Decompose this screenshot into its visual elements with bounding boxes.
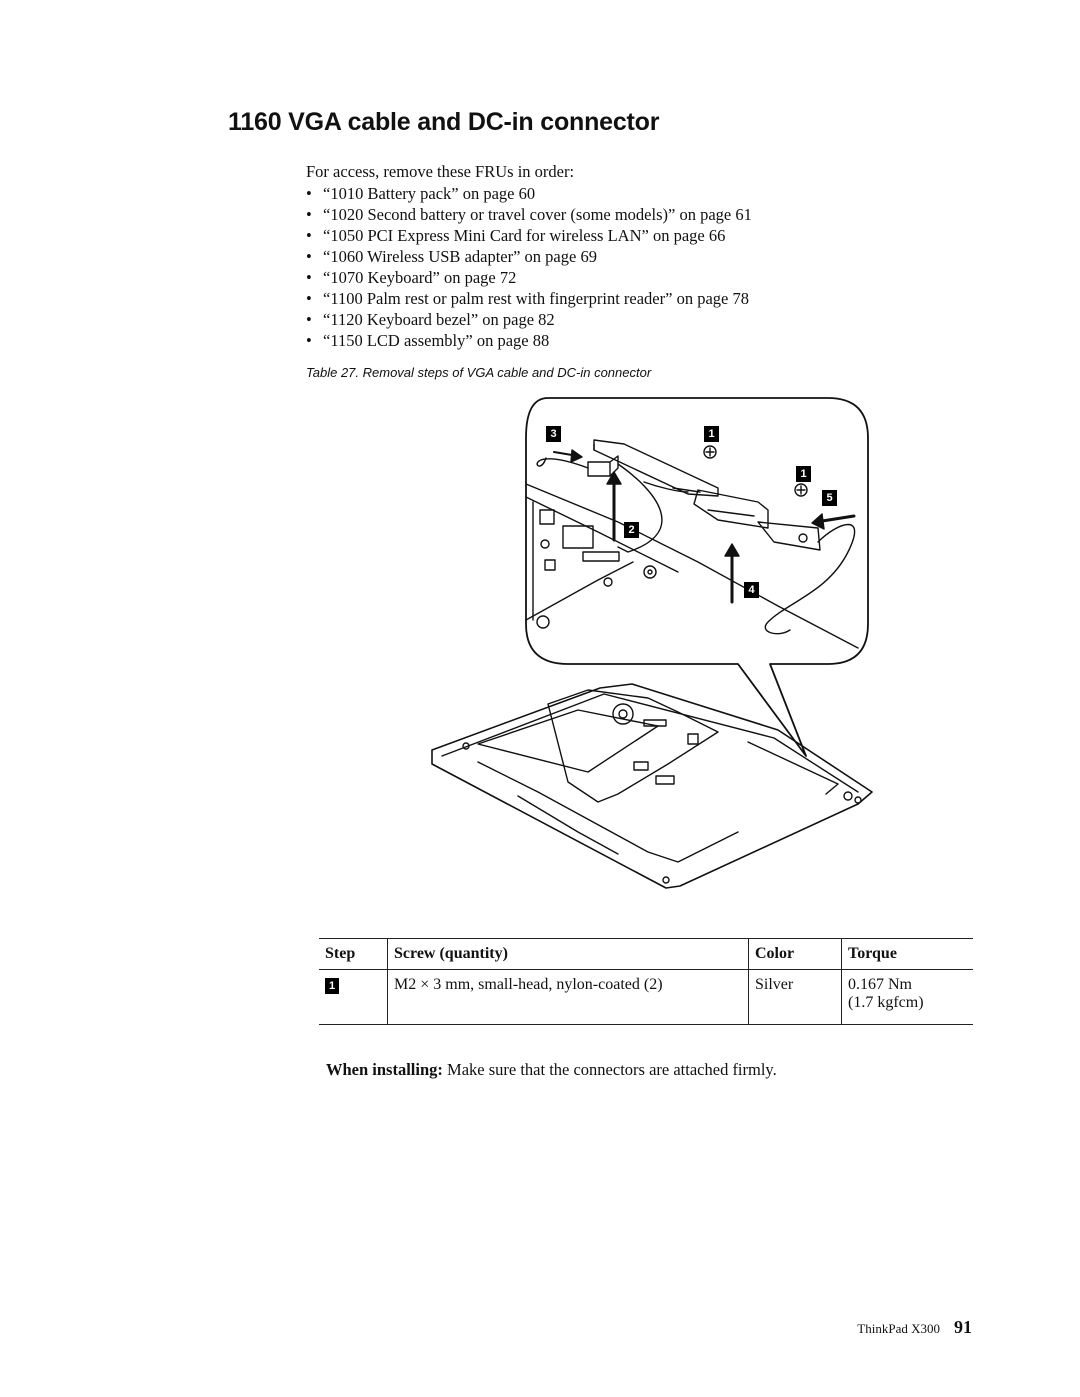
bullet: •	[306, 310, 312, 329]
bullet: •	[306, 331, 312, 350]
list-item: • “1060 Wireless USB adapter” on page 69	[306, 246, 752, 267]
table-header-row: Step Screw (quantity) Color Torque	[319, 938, 973, 970]
screw-spec-table: Step Screw (quantity) Color Torque 1 M2 …	[319, 938, 973, 1025]
installation-note: When installing: Make sure that the conn…	[326, 1060, 777, 1080]
fru-link[interactable]: “1010 Battery pack” on page 60	[323, 184, 536, 203]
cell-screw: M2 × 3 mm, small-head, nylon-coated (2)	[387, 969, 749, 1025]
torque-nm: 0.167 Nm	[848, 976, 912, 993]
fru-link[interactable]: “1070 Keyboard” on page 72	[323, 268, 517, 287]
list-item: • “1150 LCD assembly” on page 88	[306, 330, 752, 351]
fru-link[interactable]: “1150 LCD assembly” on page 88	[323, 331, 550, 350]
fru-list: • “1010 Battery pack” on page 60 • “1020 S…	[306, 183, 752, 351]
fru-link[interactable]: “1120 Keyboard bezel” on page 82	[323, 310, 555, 329]
callout-1: 1	[704, 426, 719, 442]
header-torque: Torque	[841, 938, 973, 970]
callout-1: 1	[796, 466, 811, 482]
illustration-drawing	[431, 397, 873, 889]
list-item: • “1050 PCI Express Mini Card for wireles…	[306, 225, 752, 246]
list-item: • “1100 Palm rest or palm rest with finge…	[306, 288, 752, 309]
removal-illustration: 3 1 1 5 2 4	[418, 392, 878, 912]
fru-link[interactable]: “1020 Second battery or travel cover (so…	[323, 205, 752, 224]
bullet: •	[306, 205, 312, 224]
header-screw: Screw (quantity)	[387, 938, 749, 970]
bullet: •	[306, 289, 312, 308]
callout-3: 3	[546, 426, 561, 442]
intro-text: For access, remove these FRUs in order:	[306, 162, 575, 181]
table-row: 1 M2 × 3 mm, small-head, nylon-coated (2…	[319, 969, 973, 1025]
list-item: • “1010 Battery pack” on page 60	[306, 183, 752, 204]
list-item: • “1120 Keyboard bezel” on page 82	[306, 309, 752, 330]
fru-link[interactable]: “1050 PCI Express Mini Card for wireless…	[323, 226, 726, 245]
bullet: •	[306, 247, 312, 266]
note-label: When installing:	[326, 1060, 443, 1079]
note-text: Make sure that the connectors are attach…	[447, 1060, 777, 1079]
footer-doc-title: ThinkPad X300	[857, 1321, 940, 1336]
fru-link[interactable]: “1060 Wireless USB adapter” on page 69	[323, 247, 597, 266]
table-caption: Table 27. Removal steps of VGA cable and…	[306, 365, 652, 380]
bullet: •	[306, 184, 312, 203]
page-footer: ThinkPad X300 91	[857, 1317, 972, 1338]
callout-2: 2	[624, 522, 639, 538]
page-number: 91	[954, 1317, 972, 1337]
bullet: •	[306, 268, 312, 287]
cell-step: 1	[319, 970, 388, 1025]
callout-4: 4	[744, 582, 759, 598]
header-color: Color	[748, 938, 842, 970]
fru-link[interactable]: “1100 Palm rest or palm rest with finger…	[323, 289, 749, 308]
list-item: • “1070 Keyboard” on page 72	[306, 267, 752, 288]
torque-kgfcm: (1.7 kgfcm)	[848, 994, 924, 1011]
cell-color: Silver	[748, 969, 842, 1025]
callout-5: 5	[822, 490, 837, 506]
cell-torque: 0.167 Nm (1.7 kgfcm)	[841, 969, 973, 1025]
step-badge: 1	[325, 978, 339, 994]
bullet: •	[306, 226, 312, 245]
list-item: • “1020 Second battery or travel cover (s…	[306, 204, 752, 225]
page-heading: 1160 VGA cable and DC-in connector	[228, 108, 660, 136]
header-step: Step	[325, 945, 356, 962]
